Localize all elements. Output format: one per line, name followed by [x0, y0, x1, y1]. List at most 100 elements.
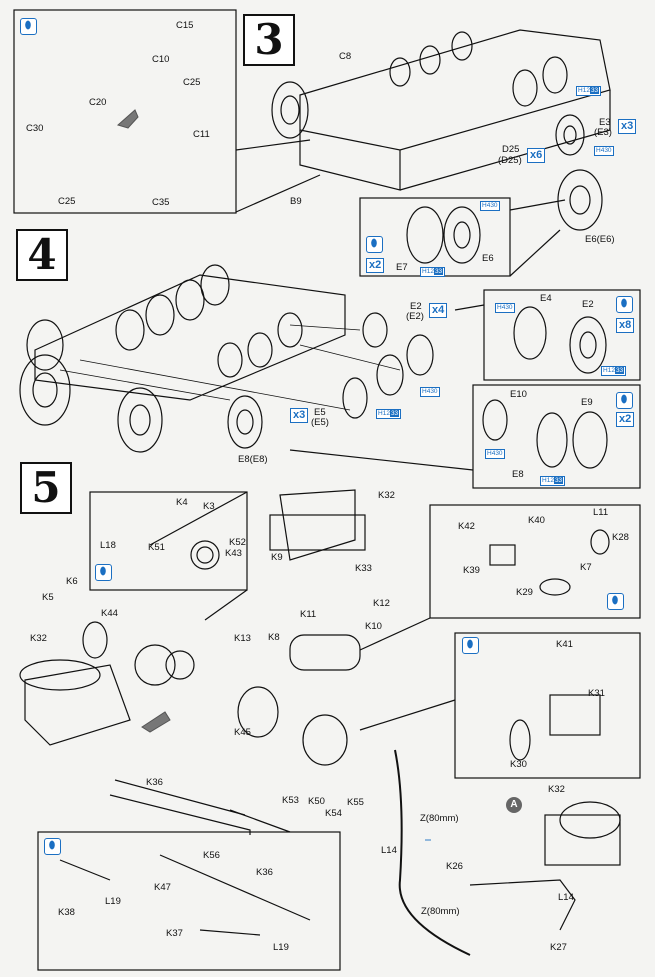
cement-icon — [95, 564, 112, 581]
cement-icon — [462, 637, 479, 654]
part-label: B9 — [290, 196, 302, 207]
part-label: K30 — [510, 759, 527, 770]
part-label: K31 — [588, 688, 605, 699]
step-number-3: 3 — [243, 14, 295, 66]
step-number-4: 4 — [16, 229, 68, 281]
quantity-marker: x3 — [290, 408, 309, 423]
part-label: L11 — [593, 507, 609, 518]
cement-icon — [607, 593, 624, 610]
part-label: K40 — [528, 515, 545, 526]
step5-exhaust-box — [37, 831, 341, 971]
part-label: K55 — [347, 797, 364, 808]
part-label: E6 — [482, 253, 494, 264]
part-label: C20 — [89, 97, 107, 108]
part-label: (E2) — [406, 311, 424, 322]
part-label: L18 — [100, 540, 116, 551]
part-label: L14 — [381, 845, 397, 856]
part-label: (E5) — [311, 417, 329, 428]
part-label: D25 — [502, 144, 520, 155]
paint-code-tag: H1233 — [576, 86, 602, 96]
part-label: K38 — [58, 907, 75, 918]
step4-wheels — [19, 264, 434, 453]
part-label: K11 — [300, 609, 317, 620]
part-label: (E3) — [594, 127, 612, 138]
part-label: K3 — [203, 501, 215, 512]
part-label: C25 — [183, 77, 201, 88]
paint-code-tag: H1233 — [601, 366, 627, 376]
part-label: K32 — [548, 784, 565, 795]
quantity-marker: x2 — [366, 258, 385, 273]
part-label: K50 — [308, 796, 325, 807]
cement-icon — [616, 392, 633, 409]
part-label: E10 — [510, 389, 527, 400]
cement-icon — [20, 18, 37, 35]
part-label: K37 — [166, 928, 183, 939]
quantity-marker: x3 — [618, 119, 637, 134]
callout-a-marker: A — [506, 797, 522, 813]
cement-icon — [366, 236, 383, 253]
part-label: C10 — [152, 54, 170, 65]
part-label: K32 — [30, 633, 47, 644]
part-label: K32 — [378, 490, 395, 501]
part-label: C11 — [193, 129, 210, 140]
part-label: C35 — [152, 197, 170, 208]
part-label: Z(80mm) — [421, 906, 460, 917]
part-label: K26 — [446, 861, 463, 872]
part-label: C30 — [26, 123, 44, 134]
paint-code-tag: H430 — [485, 449, 505, 459]
step4-wheel-detail-box-top — [483, 289, 641, 381]
part-label: K8 — [268, 632, 280, 643]
part-label: K44 — [101, 608, 118, 619]
paint-code-tag: H1233 — [540, 476, 566, 486]
part-label: L14 — [558, 892, 574, 903]
part-label: (D25) — [498, 155, 522, 166]
part-label: K27 — [550, 942, 567, 953]
part-label: K54 — [325, 808, 342, 819]
step3-detail-box — [13, 9, 237, 214]
part-label: K12 — [373, 598, 390, 609]
part-label: K5 — [42, 592, 54, 603]
step5-bracket-box — [429, 504, 641, 619]
part-label: K56 — [203, 850, 220, 861]
part-label: Z(80mm) — [420, 813, 459, 824]
part-label: E2 — [582, 299, 594, 310]
part-label: K9 — [271, 552, 283, 563]
part-label: L19 — [105, 896, 121, 907]
paint-code-tag: H430 — [594, 146, 614, 156]
cement-icon — [616, 296, 633, 313]
part-label: C15 — [176, 20, 194, 31]
part-label: E2 — [410, 301, 422, 312]
step5-manifold-box — [89, 491, 248, 591]
cement-icon — [44, 838, 61, 855]
part-label: C8 — [339, 51, 352, 62]
part-label: K53 — [282, 795, 299, 806]
part-label: K28 — [612, 532, 629, 543]
part-label: K33 — [355, 563, 372, 574]
part-label: E8(E8) — [238, 454, 268, 465]
part-label: L19 — [273, 942, 289, 953]
part-label: K36 — [256, 867, 273, 878]
part-label: E5 — [314, 407, 326, 418]
part-label: E3 — [599, 117, 611, 128]
part-label: E9 — [581, 397, 593, 408]
part-label: K42 — [458, 521, 475, 532]
quantity-marker: x8 — [616, 318, 635, 333]
paint-code-tag: H1233 — [420, 267, 446, 277]
part-label: K52 — [229, 537, 246, 548]
paint-code-tag: H430 — [495, 303, 515, 313]
paint-code-tag: H430 — [420, 387, 440, 397]
part-label: E6(E6) — [585, 234, 615, 245]
part-label: E4 — [540, 293, 552, 304]
part-label: C25 — [58, 196, 76, 207]
step4-wheel-detail-box-bottom — [472, 384, 641, 489]
part-label: K29 — [516, 587, 533, 598]
part-label: K41 — [556, 639, 573, 650]
step-number-5: 5 — [20, 462, 72, 514]
part-label: K45 — [234, 727, 251, 738]
quantity-marker: x4 — [429, 303, 448, 318]
step3-wheels — [271, 31, 603, 231]
part-label: K7 — [580, 562, 592, 573]
part-label: K36 — [146, 777, 163, 788]
part-label: K39 — [463, 565, 480, 576]
